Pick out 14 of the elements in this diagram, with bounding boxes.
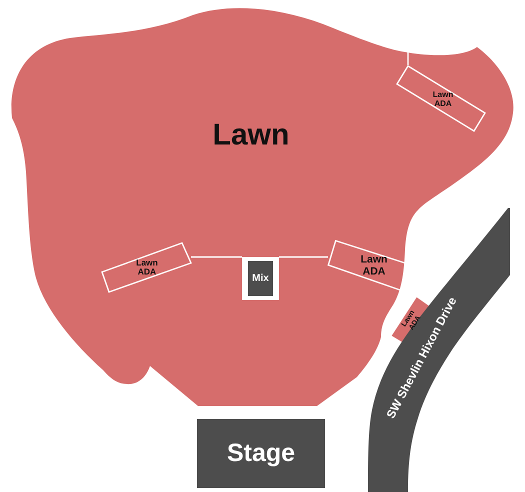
stage-label: Stage [226,440,296,468]
section-label: Lawn ADA [432,91,454,109]
stage-block [197,419,325,488]
seating-section-outline [328,240,406,292]
section-boundary-line [279,256,328,258]
section-boundary-line [191,256,242,258]
section-label: Lawn ADA [360,254,388,278]
section-label: Lawn ADA [135,258,159,278]
section-label: Lawn [212,118,290,152]
mix-booth-box [242,257,279,300]
seating-section-outline [101,242,191,293]
seating-section-outline [396,65,486,132]
section-label: Mix [252,273,269,284]
section-boundary-line [407,52,409,65]
